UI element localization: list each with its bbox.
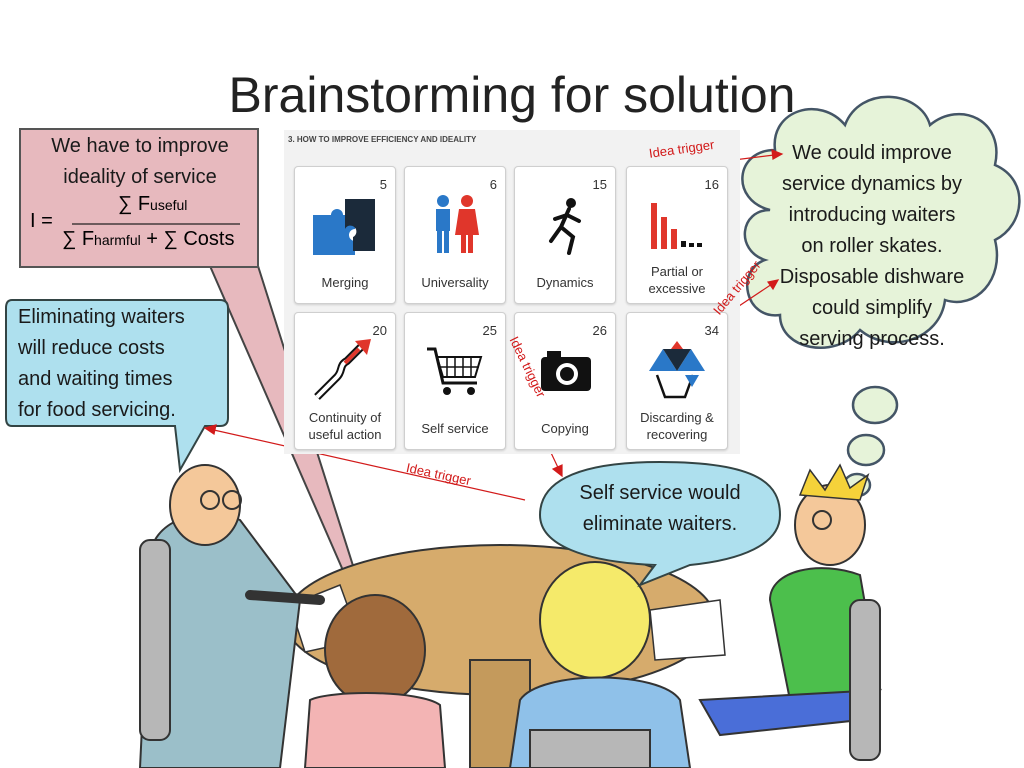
puzzle-icon [313,199,375,255]
formula-numerator: ∑ Fuseful [118,193,188,215]
card-universality[interactable]: 6 Universality [404,166,506,304]
runner-icon [549,198,581,255]
card-partial-excessive[interactable]: 16 Partial or excessive [626,166,728,304]
ideality-box [19,128,259,268]
grid-header: 3. HOW TO IMPROVE EFFICIENCY AND IDEALIT… [288,135,477,144]
page-title: Brainstorming for solution [228,67,796,123]
people-icon [436,195,479,253]
eliminating-text: Eliminating waiters will reduce costs an… [18,306,185,421]
triangles-icon [649,341,705,399]
card-copying[interactable]: 26 Copying [514,312,616,450]
ideality-lhs: I = [30,210,53,232]
eliminating-bubble [5,299,229,474]
cart-icon [427,347,483,395]
woman-blonde-figure [508,561,692,768]
card-dynamics[interactable]: 15 Dynamics [514,166,616,304]
self-service-text: Self service would eliminate waiters. [579,482,741,535]
ideality-statement: We have to improve ideality of service [51,135,229,188]
green-man-figure [698,463,882,761]
thought-cloud-text: We could improve service dynamics by int… [779,142,965,350]
bars-icon [651,203,702,249]
card-discarding[interactable]: 34 Discarding & recovering [626,312,728,450]
card-self-service[interactable]: 25 Self service [404,312,506,450]
card-merging[interactable]: 5 Merging [294,166,396,304]
self-service-bubble [538,460,782,588]
arrow-icon [314,339,371,400]
formula-denominator: ∑ Fharmful + ∑ Costs [62,228,235,250]
paper [649,599,726,661]
bald-man-figure [138,464,325,768]
woman-brown-hair-figure [303,594,447,768]
card-continuity[interactable]: 20 Continuity of useful action [294,312,396,450]
camera-icon [541,351,591,391]
